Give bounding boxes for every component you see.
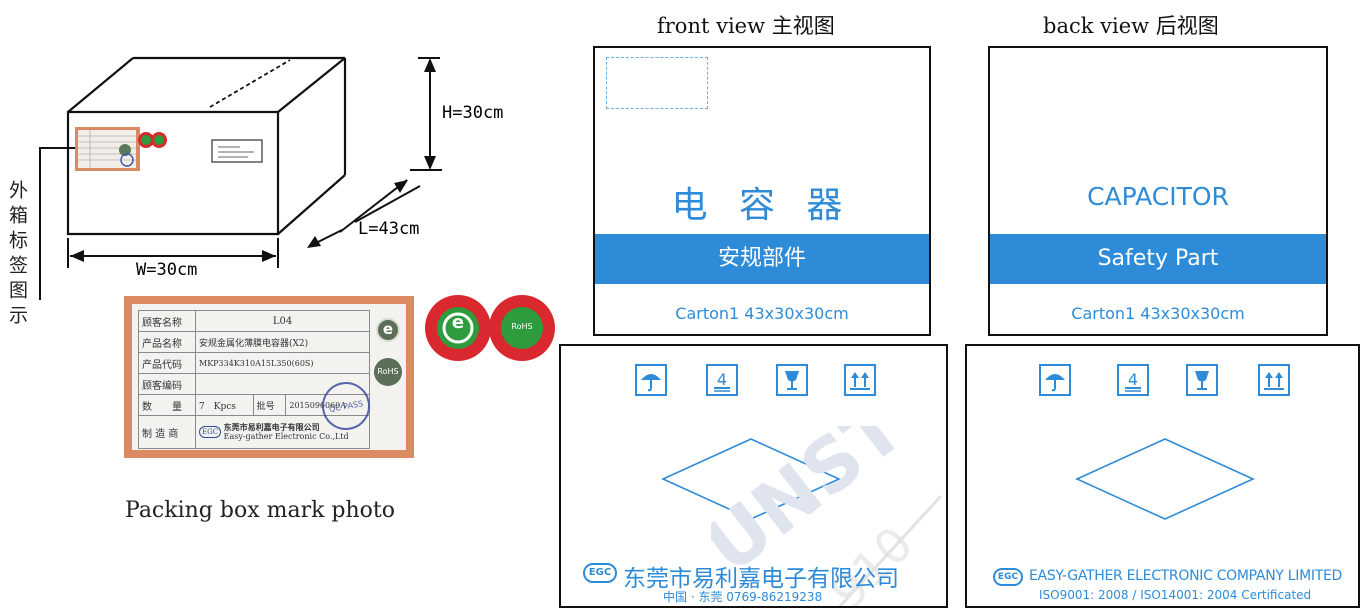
e-certification-icon: e <box>376 318 400 342</box>
svg-text:4: 4 <box>717 370 727 389</box>
label-row-value: MKP334K310A15L350(60S) <box>195 352 370 374</box>
packing-label-photo: 顾客名称 L04 产品名称 安规金属化薄膜电容器(X2) 产品代码 MKP334… <box>124 296 414 458</box>
label-row: 制 造 商 EGC 东莞市易利嘉电子有限公司 Easy-gather Elect… <box>138 415 370 449</box>
label-row-value: EGC 东莞市易利嘉电子有限公司 Easy-gather Electronic … <box>195 415 370 449</box>
company-contact: 中国 · 东莞 0769-86219238 <box>663 590 823 604</box>
safety-part-band-cn: 安规部件 <box>595 234 929 284</box>
height-dimension-label: H=30cm <box>442 103 504 123</box>
width-dimension-label: W=30cm <box>136 260 198 280</box>
safety-part-band-en: Safety Part <box>990 234 1326 284</box>
product-name-en: CAPACITOR <box>1087 182 1229 211</box>
label-row-key: 制 造 商 <box>138 415 196 449</box>
label-row-key: 顾客编码 <box>138 373 196 395</box>
packing-box-diagram <box>39 56 442 300</box>
label-row-value: L04 <box>195 310 370 332</box>
rohs-badge: RoHS <box>374 358 402 386</box>
diagram-caption: Packing box mark photo <box>125 498 395 523</box>
company-name-en: EASY-GATHER ELECTRONIC COMPANY LIMITED <box>1029 568 1342 584</box>
packing-label-table: 顾客名称 L04 产品名称 安规金属化薄膜电容器(X2) 产品代码 MKP334… <box>138 310 370 449</box>
front-side-panel: 4 UNST 910 EGC 东莞市易利嘉电子有限公司 中国 · 东莞 0769… <box>559 344 948 608</box>
this-way-up-icon <box>844 364 876 396</box>
label-manufacturer-en: Easy-gather Electronic Co.,Ltd <box>223 432 349 441</box>
label-row-key: 数 量 <box>138 394 196 416</box>
label-row-key: 产品代码 <box>138 352 196 374</box>
e-rohs-certification-icons <box>425 295 555 361</box>
outer-box-label-vertical-text: 外箱标签图示 <box>6 180 28 330</box>
carton-size-back: Carton1 43x30x30cm <box>1071 304 1245 323</box>
large-rohs-label: RoHS <box>511 322 533 331</box>
carton-size-front: Carton1 43x30x30cm <box>675 304 849 323</box>
front-view-panel: 电 容 器 安规部件 Carton1 43x30x30cm <box>593 46 931 336</box>
fragile-icon <box>776 364 808 396</box>
back-view-title: back view 后视图 <box>1043 14 1219 38</box>
back-view-panel: CAPACITOR Safety Part Carton1 43x30x30cm <box>988 46 1328 336</box>
label-row: 产品代码 MKP334K310A15L350(60S) <box>138 352 370 374</box>
label-placeholder-box <box>606 57 708 109</box>
stack-limit-4-icon: 4 <box>1117 364 1149 396</box>
back-side-panel: 4 EGC EASY-GATHER ELECTRONIC COMPANY LIM… <box>965 344 1360 608</box>
length-dimension-label: L=43cm <box>358 219 420 239</box>
company-name-cn: 东莞市易利嘉电子有限公司 <box>623 566 899 592</box>
label-manufacturer-cn: 东莞市易利嘉电子有限公司 <box>223 422 320 432</box>
label-row: 顾客编码 <box>138 373 370 395</box>
diamond-mark <box>661 438 841 520</box>
label-row: 顾客名称 L04 <box>138 310 370 332</box>
label-row-key: 产品名称 <box>138 331 196 353</box>
egc-logo: EGC <box>993 568 1023 586</box>
keep-dry-icon <box>1039 364 1071 396</box>
keep-dry-icon <box>635 364 667 396</box>
label-egc-logo: EGC <box>199 426 222 438</box>
iso-certification: ISO9001: 2008 / ISO14001: 2004 Certifica… <box>1039 588 1312 602</box>
this-way-up-icon <box>1258 364 1290 396</box>
label-row-key: 批号 <box>252 394 287 416</box>
diamond-mark <box>1075 438 1255 520</box>
svg-text:4: 4 <box>1128 370 1138 389</box>
label-row-value: 安规金属化薄膜电容器(X2) <box>195 331 370 353</box>
large-e-symbol: e <box>451 312 465 333</box>
label-row-value: 7 Kpcs <box>195 394 254 416</box>
label-row-key: 顾客名称 <box>138 310 196 332</box>
egc-logo: EGC <box>583 563 617 583</box>
fragile-icon <box>1186 364 1218 396</box>
stack-limit-4-icon: 4 <box>706 364 738 396</box>
front-view-title: front view 主视图 <box>657 14 835 38</box>
label-row: 产品名称 安规金属化薄膜电容器(X2) <box>138 331 370 353</box>
product-name-cn: 电 容 器 <box>671 185 853 226</box>
watermark: UNST 910 <box>711 426 943 606</box>
